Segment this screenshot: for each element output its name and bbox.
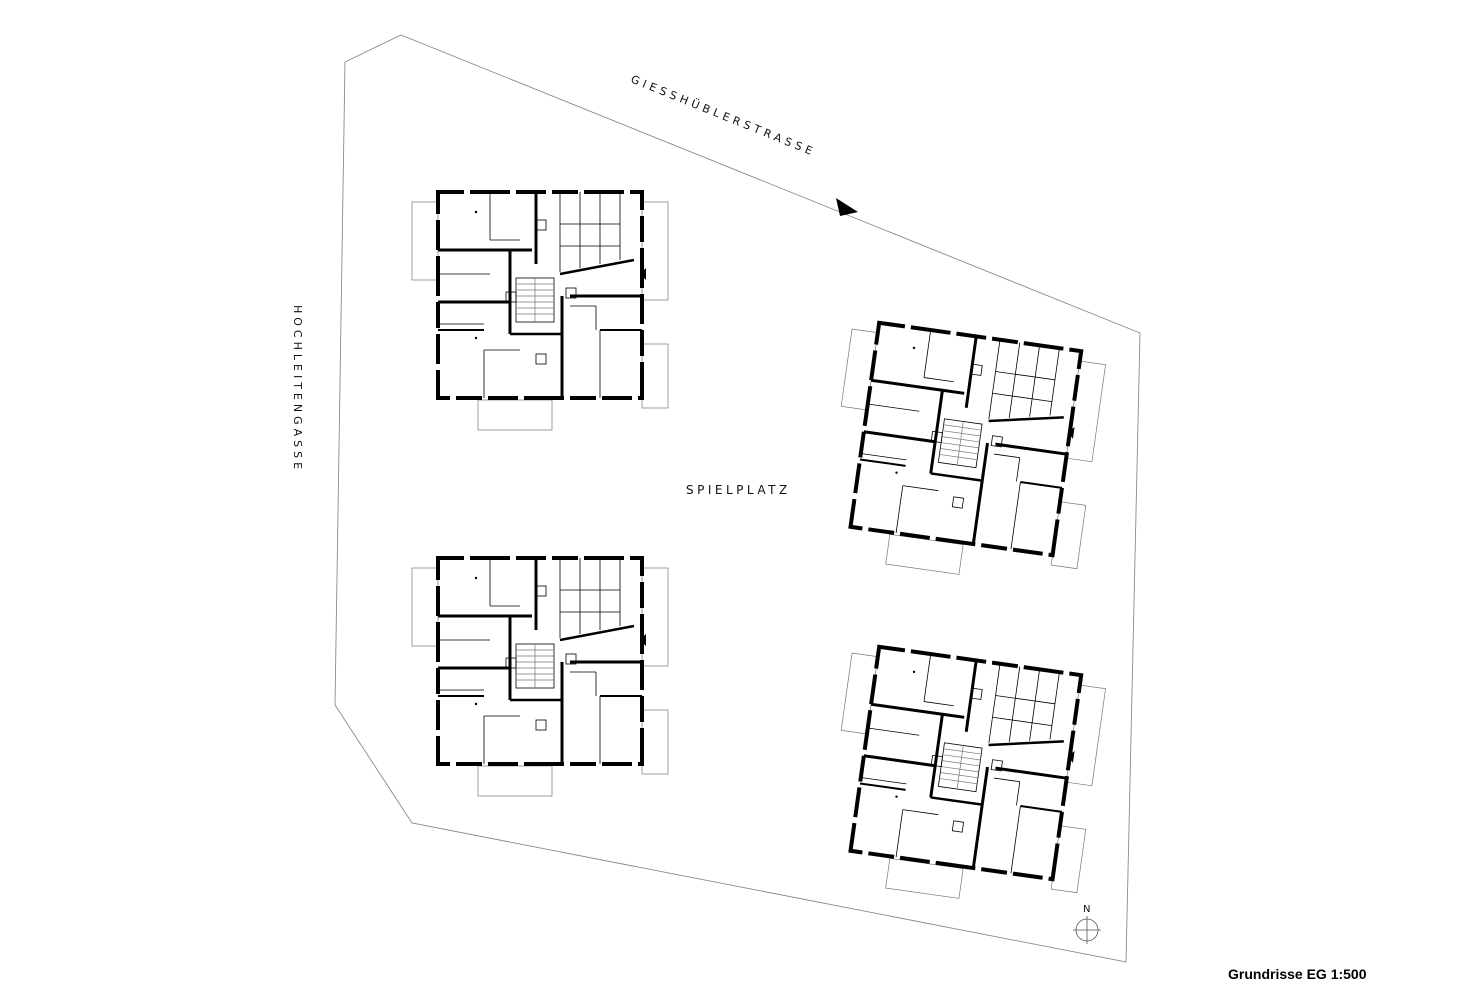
building-east-lower xyxy=(818,641,1109,917)
plan-caption: Grundrisse EG 1:500 xyxy=(1228,966,1367,982)
north-arrow-icon: N xyxy=(1073,904,1101,944)
street-direction-arrow xyxy=(836,198,858,216)
area-label-playground: SPIELPLATZ xyxy=(686,483,791,497)
north-arrow-label: N xyxy=(1083,904,1090,915)
building-southwest xyxy=(410,556,670,798)
street-label-west: HOCHLEITENGASSE xyxy=(291,305,304,473)
site-boundary xyxy=(334,34,1141,963)
building-east-upper xyxy=(818,317,1109,593)
building-northwest xyxy=(410,190,670,432)
street-label-north: GIESSHÜBLERSTRASSE xyxy=(629,73,818,159)
